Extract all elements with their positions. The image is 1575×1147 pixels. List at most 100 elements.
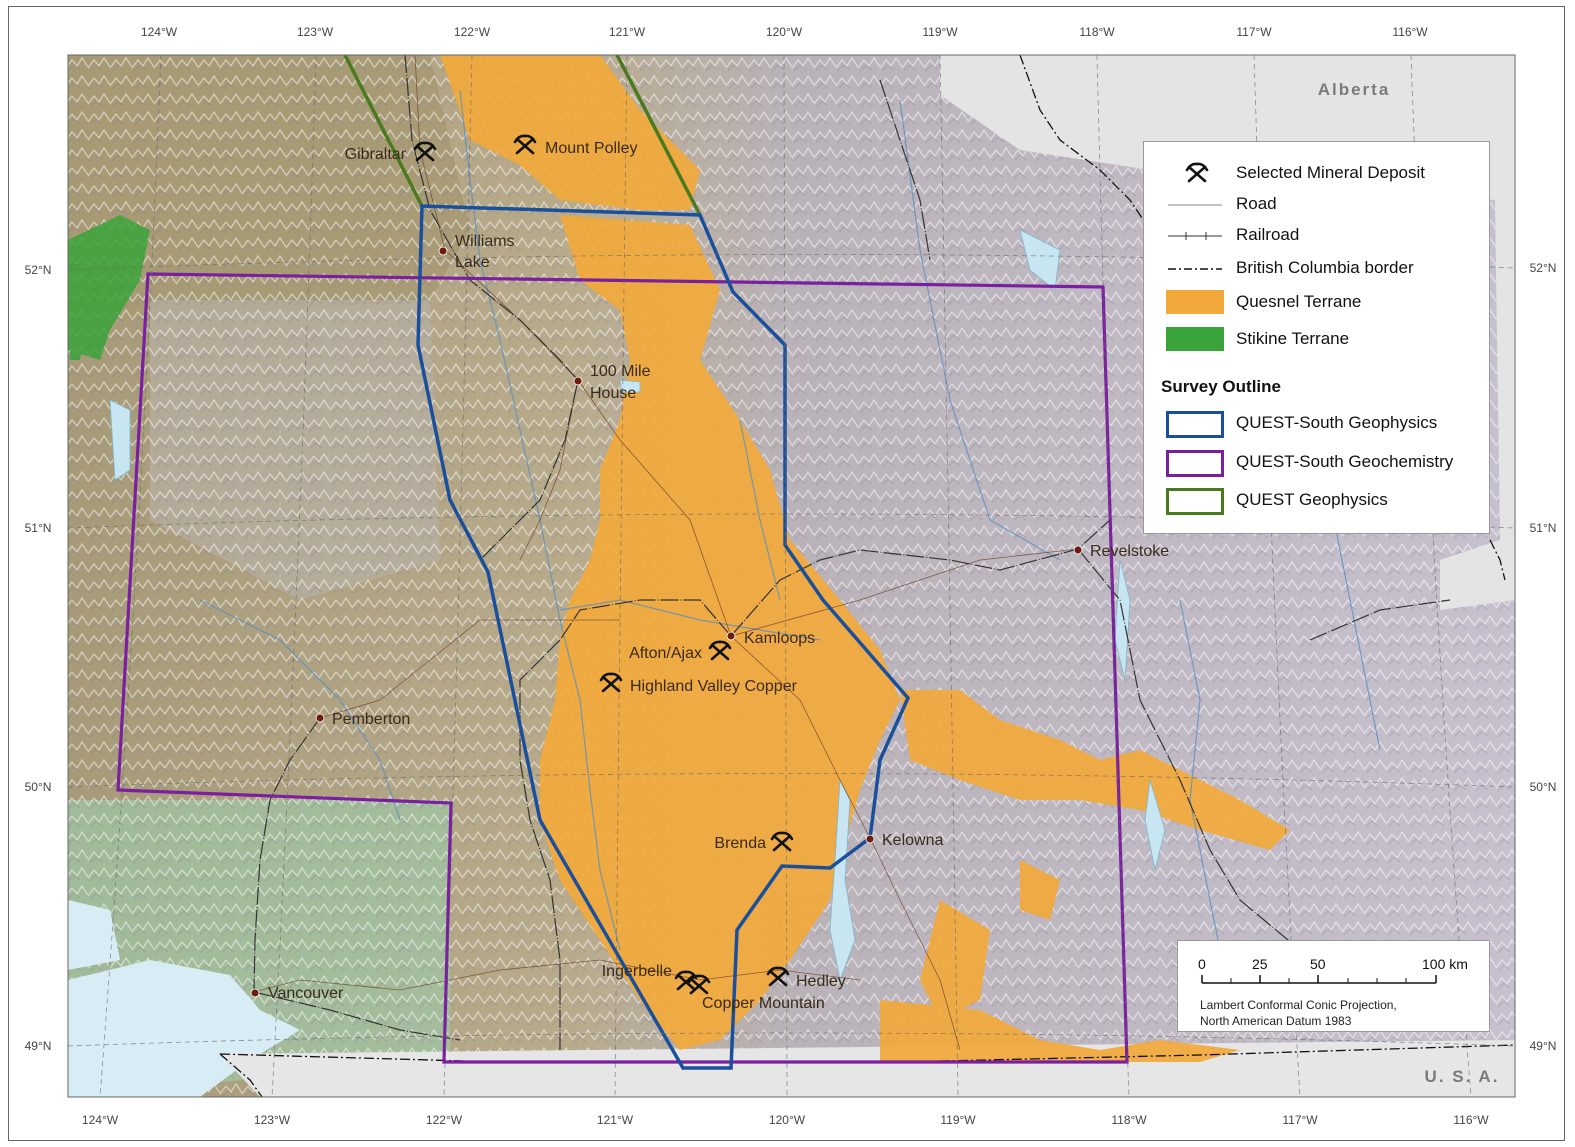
legend-item-stikine: Stikine Terrane	[1144, 326, 1489, 356]
scale-label: 0	[1198, 956, 1206, 972]
legend-heading-survey: Survey Outline	[1161, 377, 1281, 396]
pickaxe-icon	[770, 831, 794, 852]
pickaxe-icon	[1185, 162, 1209, 183]
lon-label: 117°W	[1236, 25, 1272, 39]
legend-label: Road	[1236, 194, 1277, 213]
lon-label: 121°W	[609, 25, 646, 39]
lon-label: 119°W	[922, 25, 958, 39]
legend-item-bc-border: British Columbia border	[1144, 255, 1489, 285]
legend-item-railroad: Railroad	[1144, 222, 1489, 252]
bottom-lon-labels: 124°W 123°W 122°W 121°W 120°W 119°W 118°…	[82, 1113, 1489, 1127]
lon-label: 123°W	[254, 1113, 291, 1127]
city-labels: Williams Lake 100 Mile House Kamloops Pe…	[268, 233, 1169, 1002]
legend-label: QUEST Geophysics	[1236, 490, 1388, 509]
legend-label: QUEST-South Geophysics	[1236, 413, 1438, 432]
lon-label: 117°W	[1282, 1113, 1318, 1127]
quest-south-geophysics-swatch	[1166, 411, 1224, 438]
deposit-icons	[413, 134, 794, 995]
pickaxe-icon	[413, 141, 437, 162]
scale-label: 100 km	[1422, 956, 1468, 972]
deposit-label-gibraltar: Gibraltar	[345, 146, 407, 163]
region-label-usa: U. S. A.	[1425, 1067, 1500, 1086]
lat-label: 49°N	[25, 1039, 52, 1053]
roads	[253, 54, 1079, 1051]
lon-label: 123°W	[297, 25, 334, 39]
quest-south-geochemistry-swatch	[1166, 450, 1224, 477]
pickaxe-icon	[687, 974, 711, 995]
deposit-label-mount-polley: Mount Polley	[545, 140, 638, 157]
legend-item-road: Road	[1144, 191, 1489, 221]
lon-label: 118°W	[1079, 25, 1115, 39]
lon-label: 119°W	[940, 1113, 976, 1127]
city-label-vancouver: Vancouver	[268, 985, 344, 1002]
deposit-label-copper-mountain: Copper Mountain	[702, 995, 825, 1012]
lon-label: 121°W	[597, 1113, 634, 1127]
scale-label: 50	[1310, 956, 1326, 972]
lon-label: 118°W	[1111, 1113, 1147, 1127]
pickaxe-icon	[766, 966, 790, 987]
map-border	[67, 54, 1516, 1098]
legend-label: Quesnel Terrane	[1236, 292, 1362, 311]
lon-label: 124°W	[82, 1113, 119, 1127]
city-label-williams-lake: Lake	[455, 254, 490, 271]
legend-label: Railroad	[1236, 225, 1300, 244]
city-label-kamloops: Kamloops	[744, 630, 815, 647]
city-label-pemberton: Pemberton	[332, 711, 410, 728]
pickaxe-icon	[513, 134, 537, 155]
quest-geophysics-swatch	[1166, 488, 1224, 515]
legend-item-deposit: Selected Mineral Deposit	[1144, 160, 1489, 190]
legend-label: British Columbia border	[1236, 258, 1414, 277]
legend-label: Selected Mineral Deposit	[1236, 163, 1425, 182]
deposit-label-highland-valley-copper: Highland Valley Copper	[630, 678, 798, 695]
city-markers	[250, 246, 1083, 998]
scale-ruler	[1201, 975, 1437, 984]
scale-label: 25	[1252, 956, 1268, 972]
scale-bar: 0 25 50 100 km Lambert Conformal Conic P…	[1177, 940, 1490, 1032]
stikine-terrane	[68, 215, 150, 360]
deposit-label-afton-ajax: Afton/Ajax	[629, 645, 702, 662]
legend-item-quest-south-geochemistry: QUEST-South Geochemistry	[1144, 449, 1489, 479]
deposit-label-hedley: Hedley	[796, 973, 846, 990]
projection-note: Lambert Conformal Conic Projection,	[1200, 998, 1397, 1012]
pickaxe-icon	[599, 672, 623, 693]
border-symbol	[1168, 268, 1222, 270]
road-symbol	[1168, 204, 1222, 206]
lon-label: 120°W	[769, 1113, 806, 1127]
city-label-williams-lake: Williams	[455, 233, 515, 250]
lat-label: 52°N	[1530, 261, 1557, 275]
lakes	[109, 229, 1166, 982]
lon-label: 120°W	[766, 25, 803, 39]
railroad-symbol	[1168, 232, 1222, 240]
lon-label: 116°W	[1392, 25, 1428, 39]
pickaxe-icon	[708, 640, 732, 661]
lat-label: 51°N	[25, 521, 52, 535]
city-label-100-mile-house: House	[590, 385, 636, 402]
lon-label: 122°W	[426, 1113, 463, 1127]
legend-label: Stikine Terrane	[1236, 329, 1350, 348]
deposit-label-ingerbelle: Ingerbelle	[602, 963, 672, 980]
deposit-labels: Gibraltar Mount Polley Afton/Ajax Highla…	[345, 140, 846, 1012]
region-label-alberta: Alberta	[1318, 80, 1391, 99]
lon-label: 116°W	[1453, 1113, 1489, 1127]
right-lat-labels: 52°N 51°N 50°N 49°N	[1530, 261, 1557, 1053]
lon-label: 124°W	[141, 25, 178, 39]
quest-geophysics-outline	[343, 54, 702, 216]
lat-label: 50°N	[25, 780, 52, 794]
top-lon-labels: 124°W 123°W 122°W 121°W 120°W 119°W 118°…	[141, 25, 1428, 39]
graticule	[67, 54, 1516, 1098]
datum-note: North American Datum 1983	[1200, 1014, 1352, 1028]
lat-label: 50°N	[1530, 780, 1557, 794]
lat-label: 49°N	[1530, 1039, 1557, 1053]
city-label-100-mile-house: 100 Mile	[590, 363, 651, 380]
legend-item-quesnel: Quesnel Terrane	[1144, 289, 1489, 319]
lon-label: 122°W	[454, 25, 491, 39]
legend-item-quest-geophysics: QUEST Geophysics	[1144, 487, 1489, 517]
legend-label: QUEST-South Geochemistry	[1236, 452, 1454, 471]
quest-south-geochemistry-outline	[116, 272, 1129, 1064]
legend-item-quest-south-geophysics: QUEST-South Geophysics	[1144, 410, 1489, 440]
city-label-kelowna: Kelowna	[882, 832, 943, 849]
map-legend: Selected Mineral Deposit Road Railroad B…	[1143, 141, 1490, 534]
stikine-swatch	[1166, 327, 1224, 351]
lat-label: 51°N	[1530, 521, 1557, 535]
